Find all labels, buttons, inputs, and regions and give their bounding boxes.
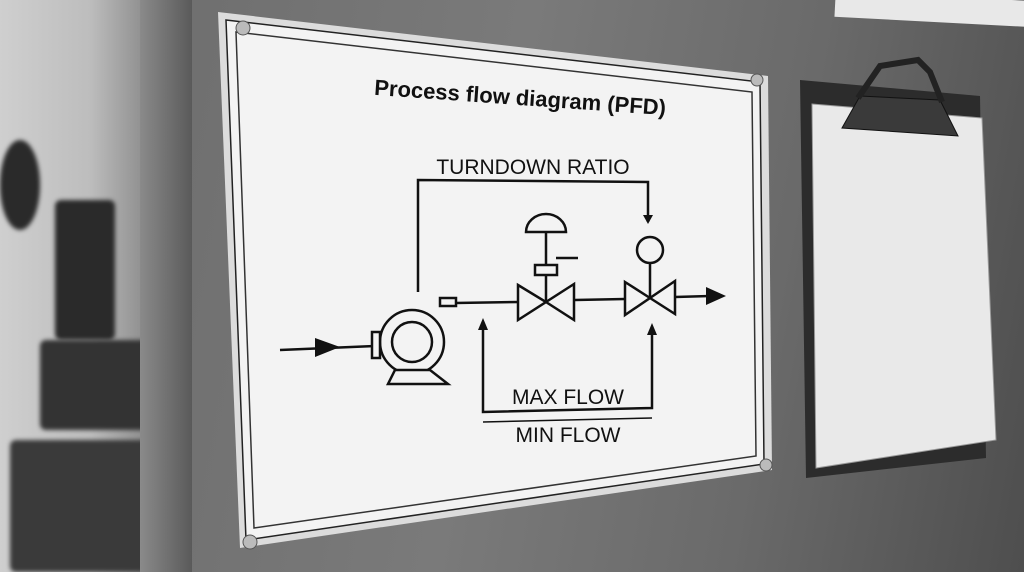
control-valve-icon <box>516 212 578 323</box>
min-flow-label: MIN FLOW <box>516 424 621 447</box>
pin-icon <box>750 73 764 87</box>
flow-arrows <box>315 215 726 357</box>
clip-lever <box>855 56 945 104</box>
max-flow-label: MAX FLOW <box>512 386 624 409</box>
pin-icon <box>759 458 773 472</box>
pin-icon <box>242 534 258 550</box>
gauge-valve-icon <box>623 235 677 318</box>
blurred-machine <box>40 340 150 430</box>
pin-icon <box>235 20 251 36</box>
blurred-wheel <box>0 140 40 230</box>
pump-icon <box>370 296 458 386</box>
wall-edge <box>140 0 192 572</box>
poster-border <box>235 31 757 529</box>
blurred-machine <box>55 200 115 340</box>
blurred-bench <box>10 440 150 572</box>
clipboard-paper <box>811 103 997 469</box>
arrow-icon <box>315 338 340 357</box>
turndown-label: TURNDOWN RATIO <box>436 156 629 179</box>
arrow-icon <box>706 287 726 305</box>
